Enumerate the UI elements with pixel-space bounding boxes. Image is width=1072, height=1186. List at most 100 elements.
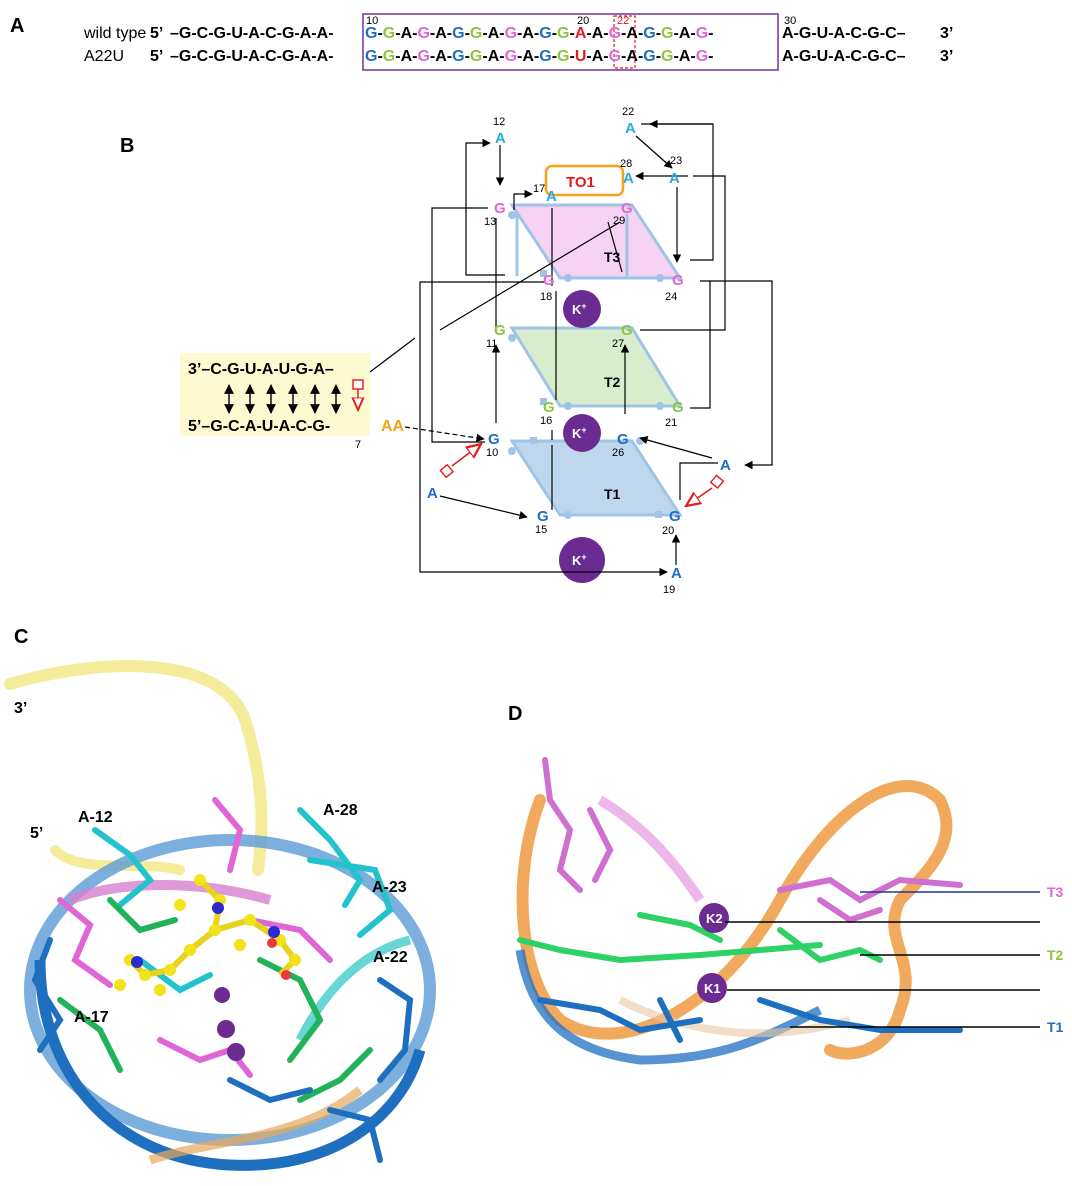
- nt: G: [505, 25, 517, 42]
- nt: A: [488, 25, 500, 42]
- row-name: A22U: [84, 48, 124, 65]
- svg-text:13: 13: [484, 216, 496, 228]
- svg-text:18: 18: [540, 291, 552, 303]
- nucleotide-a17: A: [546, 188, 557, 205]
- nucleotide-a23: A: [669, 170, 680, 187]
- nt: G: [557, 25, 569, 42]
- sequence-row-a22u: A22U 5’ –G-C-G-U-A-C-G-A-A- G-G-A-G-A-G-…: [84, 48, 953, 65]
- nt: A: [435, 25, 447, 42]
- svg-text:K2: K2: [706, 911, 723, 926]
- nt: G: [417, 25, 429, 42]
- svg-text:11: 11: [486, 338, 497, 350]
- three-prime: 3’: [940, 25, 953, 42]
- nucleotide-g16: G: [543, 399, 555, 416]
- stem-bottom-strand: 5’–G-C-A-U-A-C-G-: [188, 418, 330, 435]
- svg-text:10: 10: [486, 447, 498, 459]
- nucleotide-g10: G: [488, 431, 500, 448]
- tier-label: T2: [604, 374, 621, 390]
- k1-ion: [697, 973, 727, 1003]
- svg-text:26: 26: [612, 447, 624, 459]
- svg-text:17: 17: [533, 183, 545, 195]
- nucleotide-g11: G: [494, 322, 506, 339]
- nucleotide-g18: G: [543, 272, 555, 289]
- five-prime-label: 5’: [30, 825, 43, 842]
- tier-label: T1: [604, 486, 621, 502]
- position-label: 30: [784, 15, 796, 27]
- five-prime: 5’: [150, 48, 163, 65]
- nucleotides: A 12 A 22 A 23 A 17 A 28 G 13 G 29 G 18 …: [427, 106, 731, 596]
- residue-label: A-28: [323, 802, 358, 819]
- svg-text:22: 22: [622, 106, 634, 118]
- tier-label-t2: T2: [1047, 947, 1064, 963]
- tier-label-t1: T1: [1047, 1019, 1064, 1035]
- structure-render-c: [4, 660, 436, 1171]
- core-seq: G-G-A-G-A-G-G-A-G-A-G-G-U-A-G-A-G-G-A-G-: [365, 48, 714, 65]
- nucleotide-g15: G: [537, 508, 549, 525]
- left-seq: –G-C-G-U-A-C-G-A-A-: [170, 48, 334, 65]
- core-seq: G-G-A-G-A-G-G-A-G-A-G-G-A-A-G-A-G-G-A-G-: [365, 25, 714, 42]
- tier-label-t3: T3: [1047, 884, 1064, 900]
- svg-text:12: 12: [493, 116, 505, 128]
- nt: A: [401, 25, 413, 42]
- residue-label: A-23: [372, 879, 407, 896]
- tail-seq: A-G-U-A-C-G-C–: [782, 25, 906, 42]
- tier-t1-plane: [512, 441, 680, 515]
- nucleotide-g29: G: [621, 200, 633, 217]
- row-name: wild type: [83, 25, 146, 42]
- stem-pair-arrows: [224, 384, 341, 414]
- to1-ligand-box: [544, 164, 625, 197]
- stem-number: 7: [355, 439, 361, 451]
- nt: G: [452, 25, 464, 42]
- structure-render-d: K2 K1: [515, 757, 1040, 1065]
- panel-d-label: D: [508, 703, 522, 725]
- nucleotide-g21: G: [672, 399, 684, 416]
- nt: G: [470, 25, 482, 42]
- svg-text:16: 16: [540, 415, 552, 427]
- position-label: 20: [577, 15, 589, 27]
- svg-text:28: 28: [620, 158, 632, 170]
- nucleotide-a19: A: [671, 565, 682, 582]
- nucleotide-a-left: A: [427, 485, 438, 502]
- nt: G: [365, 25, 377, 42]
- k-ion: K+: [559, 537, 605, 583]
- stem-aa: AA: [381, 418, 405, 435]
- sequence-row-wildtype: wild type 5’ –G-C-G-U-A-C-G-A-A- G-G-A-G…: [83, 25, 953, 42]
- stem-noncanonical-pair: [353, 379, 363, 410]
- tail-seq: A-G-U-A-C-G-C–: [782, 48, 906, 65]
- nucleotide-g27: G: [621, 322, 633, 339]
- panel-b-label: B: [120, 135, 134, 157]
- nucleotide-a22: A: [625, 120, 636, 137]
- three-prime: 3’: [940, 48, 953, 65]
- tier-t3-plane: [512, 205, 680, 278]
- nucleotide-a12: A: [495, 130, 506, 147]
- tier-t2-plane: [512, 328, 680, 406]
- mutation-nt: U: [575, 48, 587, 65]
- nucleotide-a28: A: [623, 170, 634, 187]
- residue-label: A-17: [74, 1009, 109, 1026]
- panel-c-label: C: [14, 626, 28, 648]
- svg-text:19: 19: [663, 584, 675, 596]
- core-box: [362, 13, 779, 71]
- svg-text:20: 20: [662, 525, 674, 537]
- nucleotide-g13: G: [494, 200, 506, 217]
- mutation-box: [613, 15, 636, 69]
- noncanonical-pair-arrows: [439, 444, 725, 506]
- k-ion: K+: [563, 290, 601, 328]
- nucleotide-g24: G: [672, 272, 684, 289]
- svg-text:29: 29: [613, 215, 625, 227]
- k-ion: K+: [563, 414, 601, 452]
- left-seq: –G-C-G-U-A-C-G-A-A-: [170, 25, 334, 42]
- to1-ligand-label: TO1: [566, 174, 595, 191]
- nucleotide-a-right: A: [720, 457, 731, 474]
- nucleotide-g26: G: [617, 431, 629, 448]
- position-label: 22: [617, 15, 629, 27]
- nt: G: [383, 25, 395, 42]
- residue-label: A-12: [78, 809, 113, 826]
- mutation-nt: A: [575, 25, 587, 42]
- residue-label: A-22: [373, 949, 408, 966]
- svg-text:K1: K1: [704, 981, 721, 996]
- panel-a-label: A: [10, 15, 24, 37]
- svg-text:27: 27: [612, 338, 624, 350]
- nt: A: [522, 25, 534, 42]
